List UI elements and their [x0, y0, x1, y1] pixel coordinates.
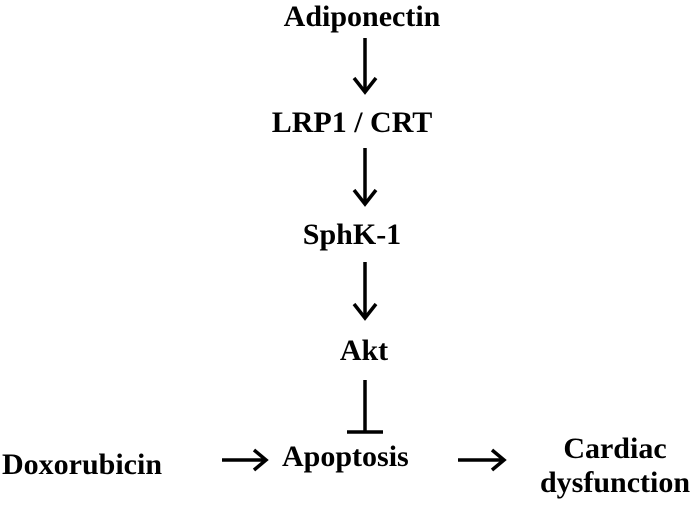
node-apoptosis: Apoptosis [282, 440, 409, 473]
node-lrp1-crt: LRP1 / CRT [271, 106, 433, 139]
arrow-sphk1-to-akt [352, 262, 378, 321]
arrow-adiponectin-to-lrp1 [352, 38, 378, 95]
node-akt: Akt [339, 334, 389, 367]
node-adiponectin: Adiponectin [283, 0, 441, 33]
node-doxorubicin: Doxorubicin [2, 448, 163, 481]
node-cardiac-line1: Cardiac [563, 432, 667, 465]
arrow-doxorubicin-to-apoptosis [222, 448, 269, 472]
node-cardiac-line2: dysfunction [539, 466, 691, 499]
arrow-lrp1-to-sphk1 [352, 148, 378, 207]
inhibition-akt-to-apoptosis [347, 380, 383, 434]
arrow-apoptosis-to-cardiac [458, 448, 507, 472]
node-cardiac-dysfunction: Cardiac dysfunction [530, 432, 700, 500]
node-sphk1: SphK-1 [302, 218, 402, 251]
